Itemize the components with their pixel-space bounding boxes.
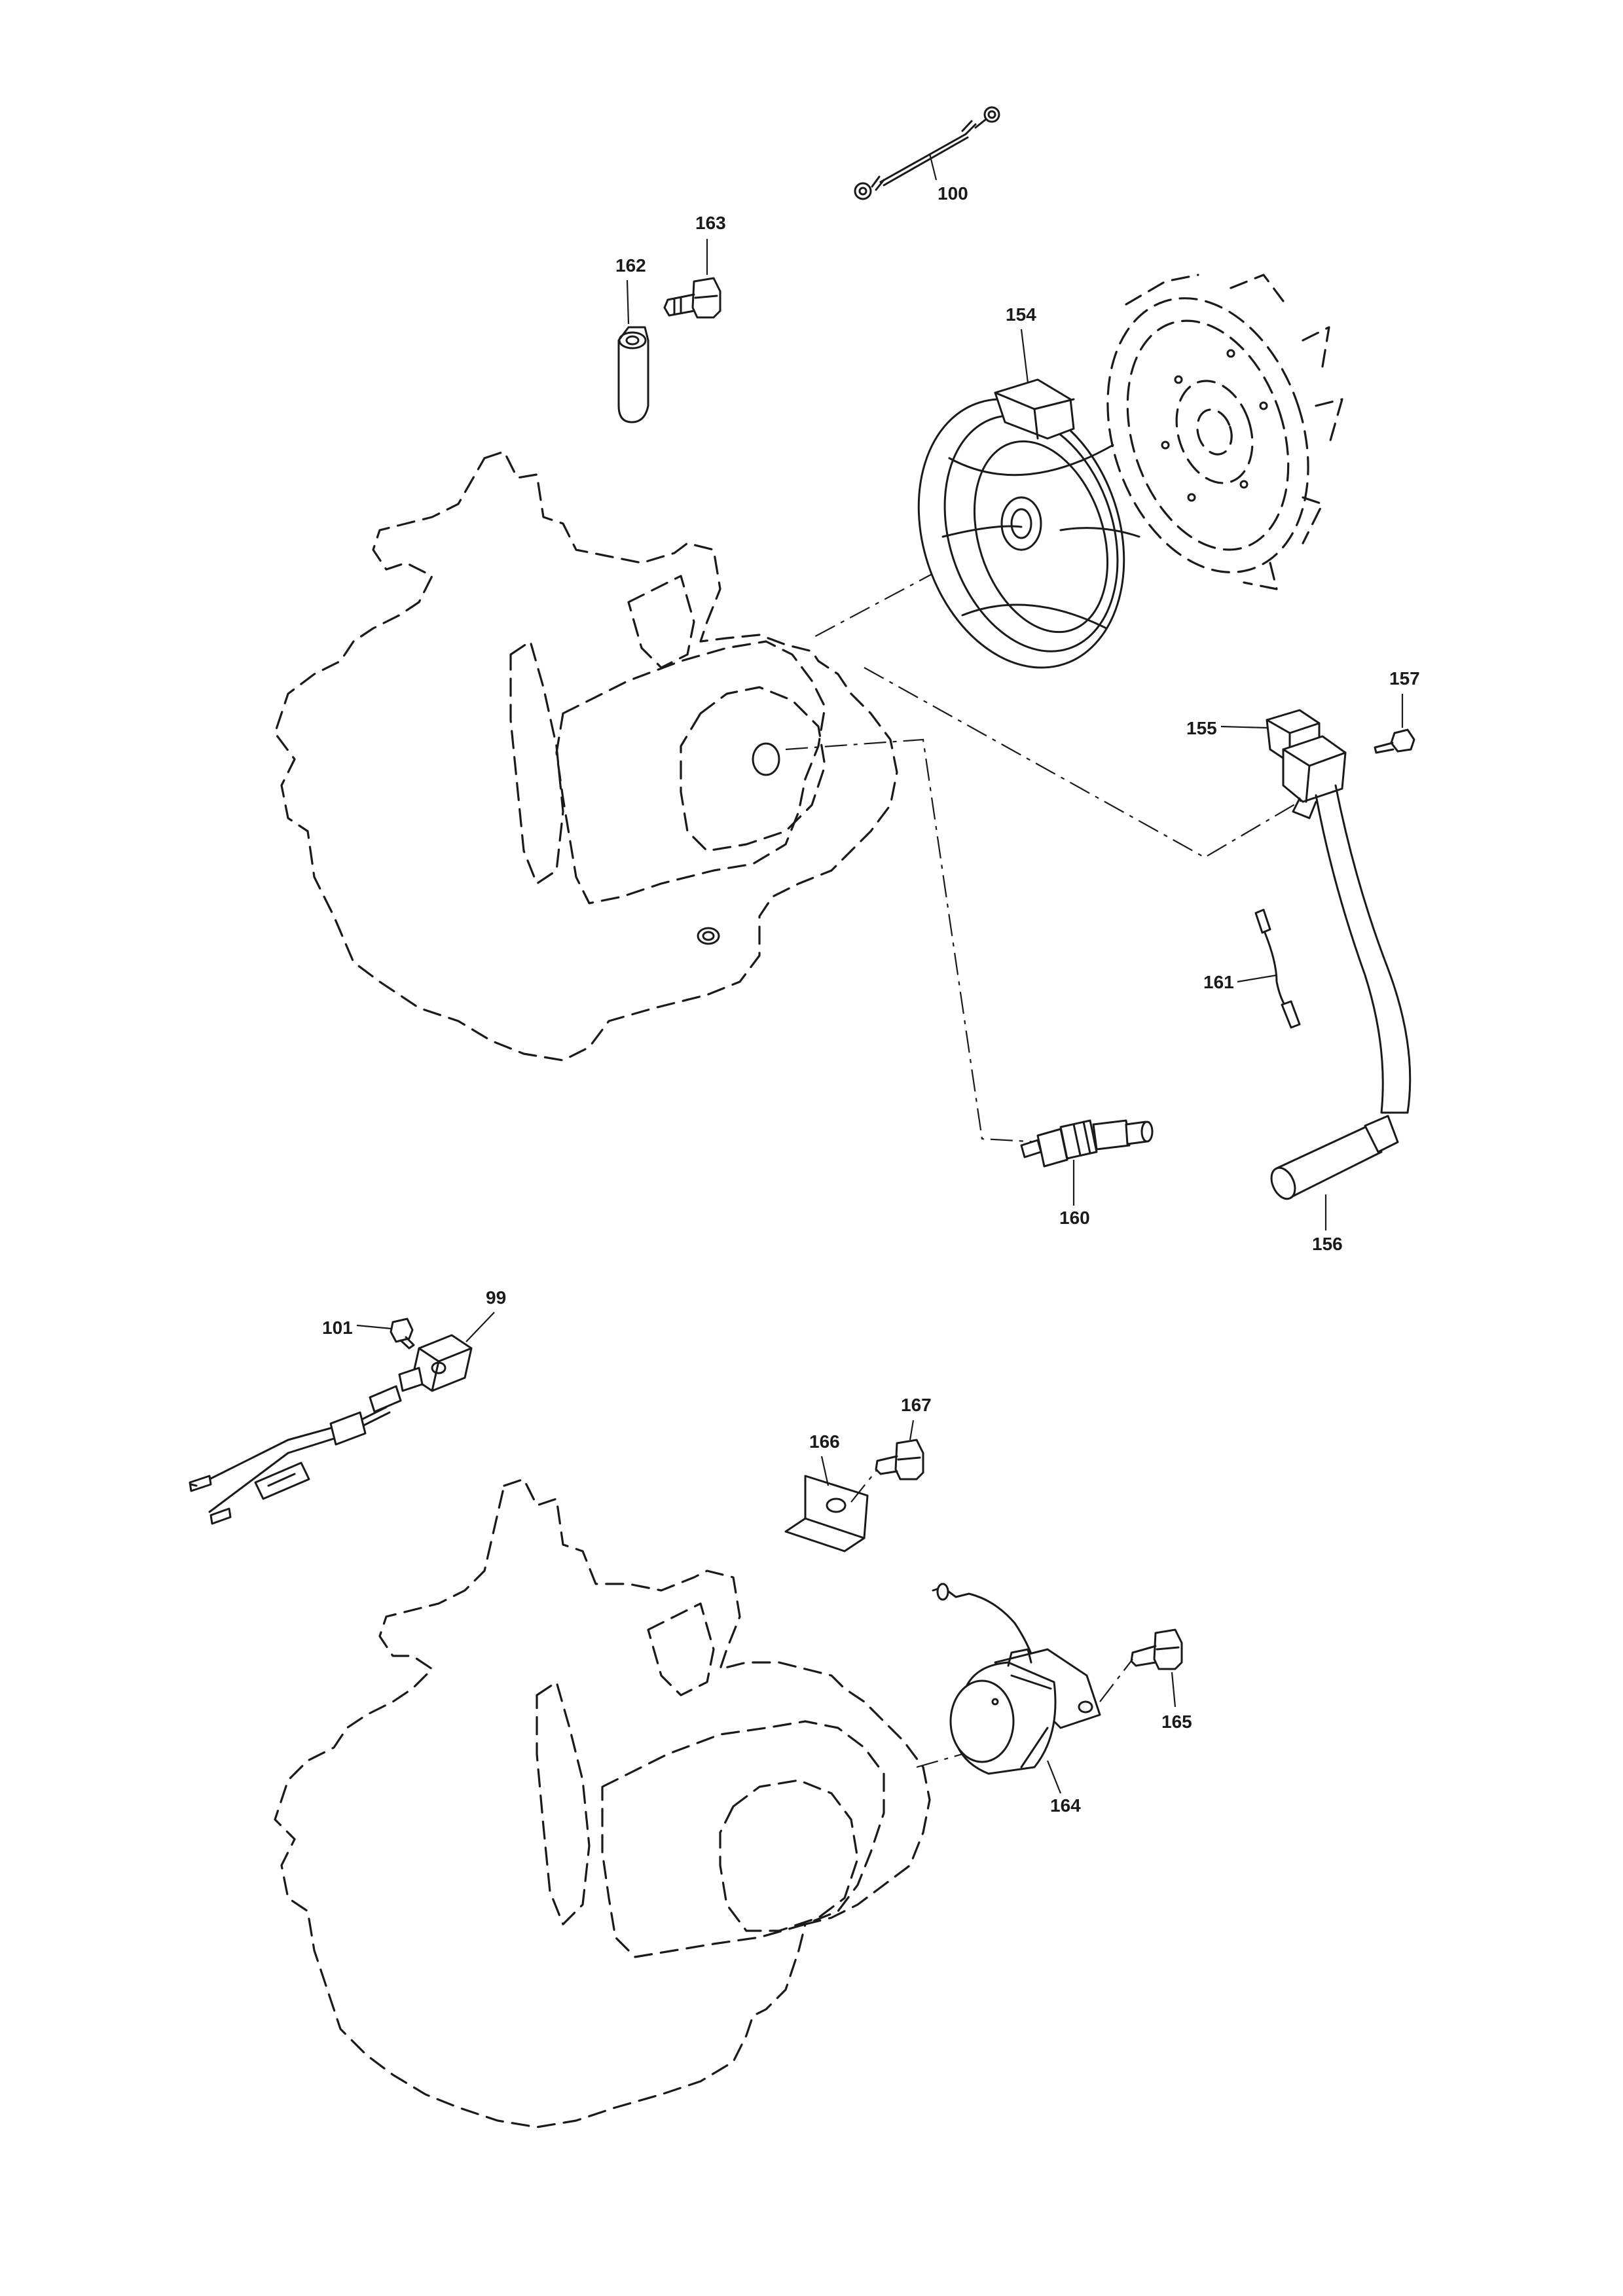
callout-101: 101 [322, 1318, 392, 1338]
callout-155: 155 [1186, 718, 1267, 738]
bolt-165[interactable] [1130, 1628, 1183, 1670]
callout-154: 154 [1006, 304, 1036, 384]
screw-157[interactable] [1374, 728, 1415, 754]
svg-text:156: 156 [1312, 1234, 1343, 1254]
callout-164: 164 [1046, 1760, 1081, 1816]
bolt-167[interactable] [875, 1439, 924, 1480]
leader-bolt-167 [850, 1469, 878, 1503]
wire-lead-161[interactable] [1254, 908, 1301, 1029]
svg-text:154: 154 [1006, 304, 1036, 325]
ground-wire-100[interactable] [854, 106, 1000, 200]
callout-99: 99 [465, 1287, 506, 1342]
screw-101[interactable] [390, 1318, 415, 1350]
svg-text:166: 166 [809, 1431, 840, 1452]
callout-156: 156 [1312, 1194, 1343, 1254]
spark-plug-160[interactable] [1020, 1119, 1154, 1168]
svg-text:100: 100 [938, 183, 968, 204]
callout-157: 157 [1389, 668, 1420, 728]
leader-bolt-165 [1099, 1659, 1133, 1702]
callout-163: 163 [695, 213, 726, 275]
stator-154[interactable] [885, 372, 1157, 694]
callout-160: 160 [1059, 1160, 1090, 1228]
callout-167: 167 [901, 1395, 932, 1441]
callout-161: 161 [1203, 972, 1277, 992]
leader-coil [864, 667, 1317, 859]
bolt-163[interactable] [663, 277, 721, 319]
svg-text:157: 157 [1389, 668, 1420, 689]
sensor-99[interactable] [189, 1334, 473, 1525]
flywheel-outline [1106, 274, 1343, 590]
plug-cap-156[interactable] [1267, 1115, 1399, 1202]
callout-100: 100 [928, 153, 968, 204]
svg-text:165: 165 [1161, 1712, 1192, 1732]
svg-text:99: 99 [486, 1287, 506, 1308]
callout-165: 165 [1161, 1672, 1192, 1732]
solenoid-164[interactable] [932, 1583, 1101, 1775]
svg-text:164: 164 [1050, 1795, 1081, 1816]
svg-text:101: 101 [322, 1318, 353, 1338]
ignition-coil-155[interactable] [1266, 709, 1412, 1114]
svg-text:155: 155 [1186, 718, 1217, 738]
svg-text:163: 163 [695, 213, 726, 233]
svg-text:160: 160 [1059, 1208, 1090, 1228]
svg-text:161: 161 [1203, 972, 1234, 992]
washer-plate-162[interactable] [617, 326, 649, 423]
callout-166: 166 [809, 1431, 840, 1486]
leader-flywheel [811, 533, 1009, 639]
callout-162: 162 [615, 255, 646, 325]
engine-outline-upper [274, 450, 898, 1062]
bracket-166[interactable] [784, 1475, 869, 1552]
engine-outline-lower [274, 1478, 931, 2128]
svg-text:162: 162 [615, 255, 646, 276]
leader-solenoid [916, 1753, 963, 1768]
svg-text:167: 167 [901, 1395, 932, 1415]
leader-spark-plug [785, 738, 1042, 1143]
